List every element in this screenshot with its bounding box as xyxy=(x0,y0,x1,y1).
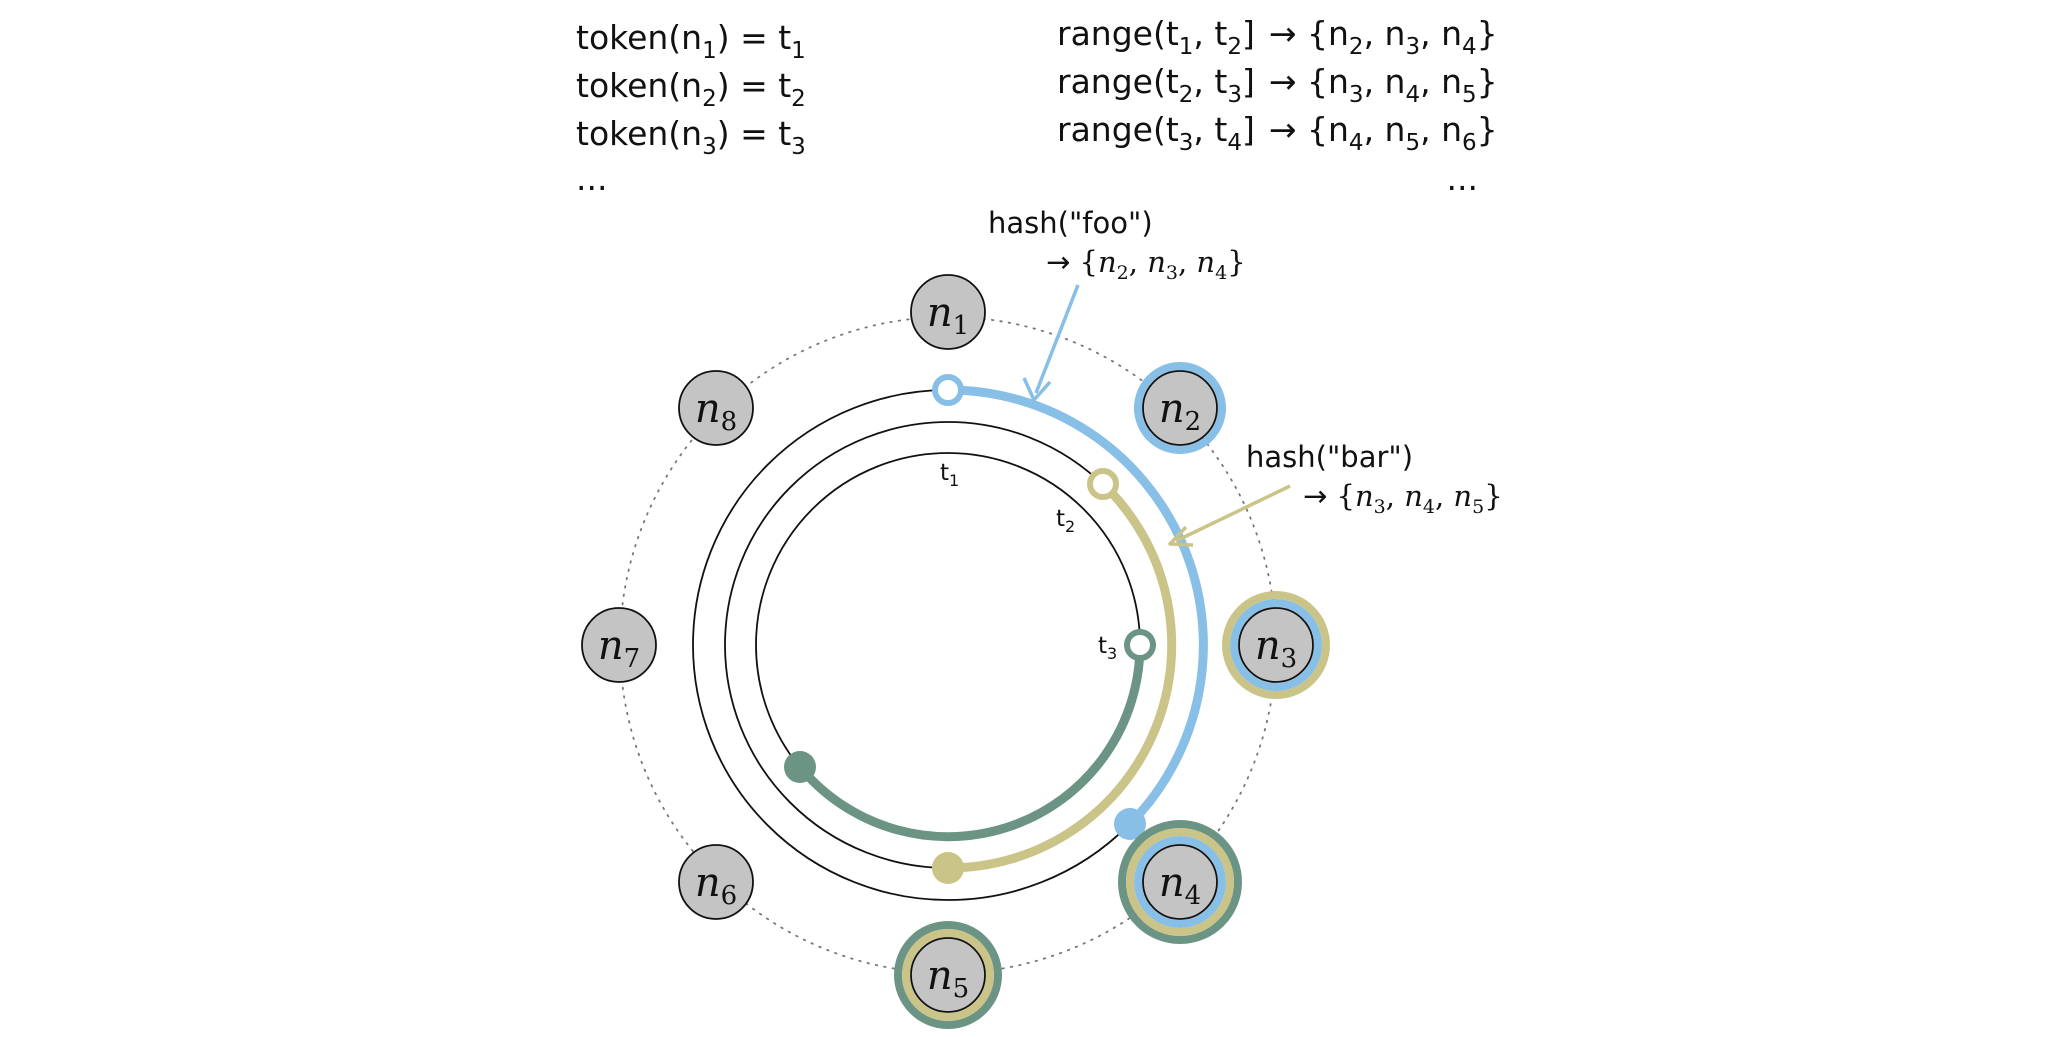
bar-end-marker xyxy=(932,852,964,884)
token-line-2: token(n2) = t2 xyxy=(576,66,806,112)
foo-start-marker xyxy=(932,374,964,406)
node-n1: n1 xyxy=(910,274,986,350)
node-n4: n4 xyxy=(1118,820,1242,944)
node-n7: n7 xyxy=(581,607,657,683)
token-label-t2: t2 xyxy=(1056,506,1075,536)
hash-foo-replicas: → {n2, n3, n4} xyxy=(1046,245,1246,284)
node-n5: n5 xyxy=(894,921,1002,1029)
node-n3: n3 xyxy=(1222,591,1330,699)
token-label-t3: t3 xyxy=(1098,633,1117,663)
t3-end-marker xyxy=(784,751,816,783)
foo-end-marker xyxy=(1114,808,1146,840)
hash-foo-arrowhead xyxy=(1022,377,1052,402)
svg-text:n2: n2 xyxy=(1159,386,1201,437)
svg-text:n3: n3 xyxy=(1255,623,1297,674)
token-label-t1: t1 xyxy=(940,460,959,490)
svg-text:n1: n1 xyxy=(927,290,969,341)
arc-bar-replication xyxy=(943,479,1177,873)
arc-t3-range xyxy=(795,640,1145,842)
token-assignment-list: token(n1) = t1 token(n2) = t2 token(n3) … xyxy=(576,18,806,198)
range-line-1: range(t1, t2]→ {n2, n3, n4} xyxy=(1057,14,1498,60)
hash-bar-annotation: hash("bar") → {n3, n4, n5} xyxy=(1168,440,1503,547)
hash-bar-replicas: → {n3, n4, n5} xyxy=(1303,479,1503,518)
svg-text:n7: n7 xyxy=(598,623,640,674)
node-n8: n8 xyxy=(678,370,754,446)
hash-foo-annotation: hash("foo") → {n2, n3, n4} xyxy=(988,206,1246,402)
hash-bar-arrowhead xyxy=(1168,525,1194,547)
range-replica-list: range(t1, t2]→ {n2, n3, n4} range(t2, t3… xyxy=(1057,14,1498,198)
range-line-3: range(t3, t4]→ {n4, n5, n6} xyxy=(1057,110,1498,156)
node-n2: n2 xyxy=(1134,362,1226,454)
token-line-1: token(n1) = t1 xyxy=(576,18,806,64)
svg-text:n6: n6 xyxy=(695,860,737,911)
arc-foo-replication xyxy=(943,385,1208,829)
bar-start-marker xyxy=(1087,468,1119,500)
svg-text:n4: n4 xyxy=(1159,860,1201,911)
t3-start-marker xyxy=(1124,629,1156,661)
hash-foo-arrow xyxy=(1034,284,1080,394)
hash-bar-label: hash("bar") xyxy=(1246,440,1413,474)
token-line-3: token(n3) = t3 xyxy=(576,114,806,160)
hash-foo-label: hash("foo") xyxy=(988,206,1153,240)
node-n6: n6 xyxy=(678,844,754,920)
range-line-2: range(t2, t3]→ {n3, n4, n5} xyxy=(1057,62,1498,108)
token-ellipsis: ... xyxy=(576,159,607,198)
range-ellipsis: ... xyxy=(1447,159,1478,198)
hash-bar-arrow xyxy=(1175,484,1291,543)
svg-text:n5: n5 xyxy=(927,953,969,1004)
svg-text:n8: n8 xyxy=(695,386,737,437)
